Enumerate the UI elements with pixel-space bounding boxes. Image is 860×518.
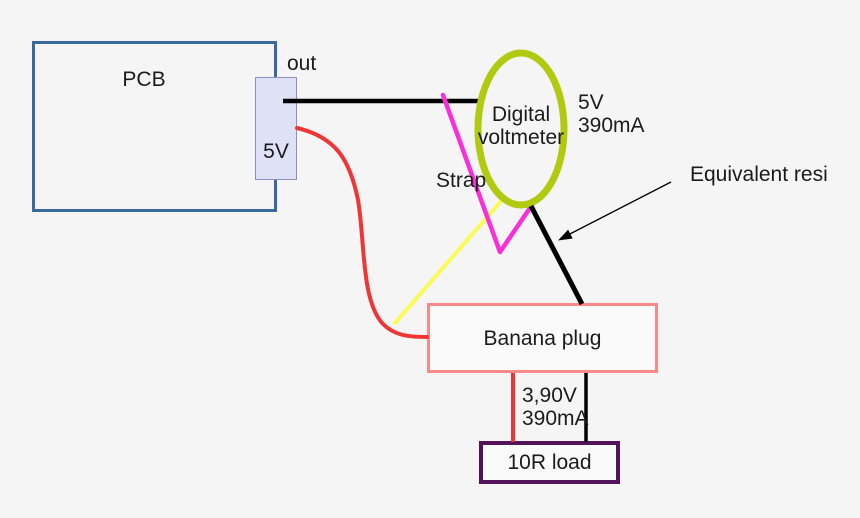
red-supply-wire — [295, 126, 429, 339]
load-box: 10R load — [479, 441, 620, 484]
voltmeter-label: Digital voltmeter — [477, 103, 565, 149]
strap-label: Strap — [436, 169, 487, 192]
annotation-arrowhead — [558, 229, 573, 241]
voltmeter-circle — [474, 49, 568, 209]
banana-plug-label: Banana plug — [483, 326, 602, 350]
yellow-wire — [393, 198, 504, 325]
out-label: out — [287, 52, 317, 75]
voltmeter-reading: 5V 390mA — [578, 91, 645, 137]
connector-label: 5V — [263, 140, 289, 163]
strap-wire — [440, 92, 535, 255]
load-label: 10R load — [507, 451, 592, 474]
banana-plug-box: Banana plug — [427, 303, 658, 373]
connector-5v-box: 5V — [255, 77, 297, 180]
annotation-arrow-line — [565, 181, 672, 237]
equivalent-resistance-wire — [528, 204, 585, 306]
load-reading: 3,90V 390mA — [522, 384, 589, 430]
pcb-label: PCB — [122, 68, 166, 91]
equivalent-resistance-label: Equivalent resi — [690, 163, 828, 186]
